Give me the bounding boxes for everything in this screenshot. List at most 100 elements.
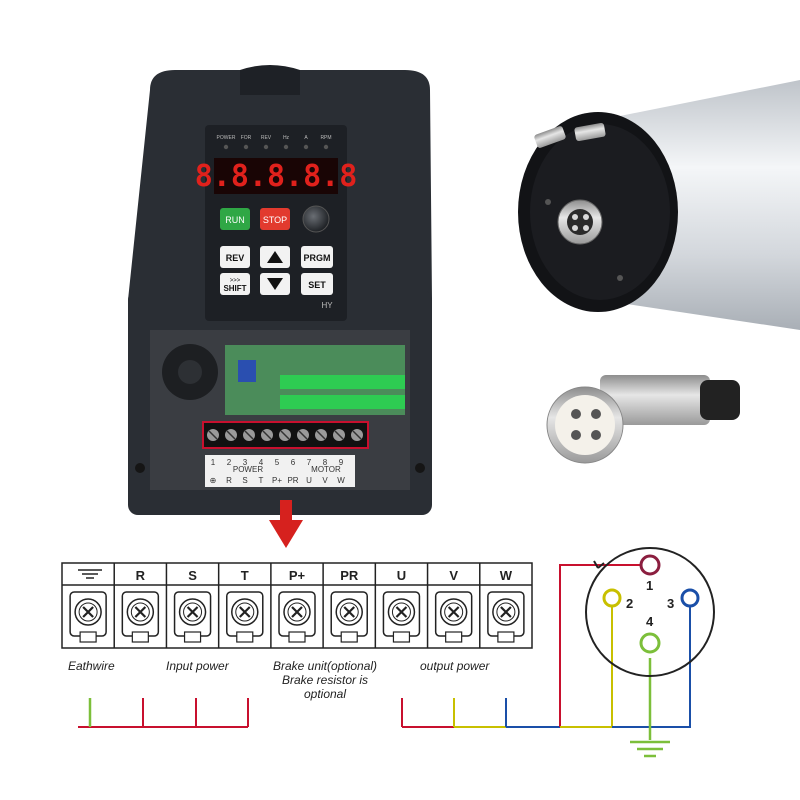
ground-icon xyxy=(630,740,670,758)
control-terminal-block-1 xyxy=(280,375,405,389)
plate-terminal-name: R xyxy=(226,476,232,485)
brand-label: HY xyxy=(321,301,333,310)
pin-1 xyxy=(639,554,661,576)
plate-number: 2 xyxy=(227,458,232,467)
plate-terminal-name: U xyxy=(306,476,312,485)
caption-output-power: output power xyxy=(420,659,490,673)
terminal-header: V xyxy=(449,568,458,583)
plate-number: 9 xyxy=(339,458,344,467)
pin-label-2: 2 xyxy=(626,596,633,611)
screw-slot xyxy=(298,430,308,440)
shift-button-arrows: >>> xyxy=(230,278,241,284)
potentiometer-knob[interactable] xyxy=(302,205,330,233)
rev-button[interactable] xyxy=(220,246,250,268)
screw-slot xyxy=(280,430,290,440)
water-fitting xyxy=(534,126,566,148)
shift-button-label: SHIFT xyxy=(223,284,246,293)
run-button-label: RUN xyxy=(225,215,245,225)
stop-button[interactable] xyxy=(260,208,290,230)
terminal-tab xyxy=(340,631,358,643)
water-fitting xyxy=(574,122,606,142)
mount-screw xyxy=(135,463,145,473)
control-terminal-block-2 xyxy=(280,395,405,409)
plate-number: 7 xyxy=(307,458,312,467)
plate-terminal-name: P+ xyxy=(272,476,282,485)
terminal-tab xyxy=(236,631,254,643)
mount-screw xyxy=(415,463,425,473)
label-power: POWER xyxy=(233,465,263,474)
set-button[interactable] xyxy=(301,273,333,295)
plate-terminal-name: V xyxy=(322,476,328,485)
terminal-header: T xyxy=(241,568,249,583)
pin-4 xyxy=(639,632,661,654)
screw-slot xyxy=(352,430,362,440)
caption-earthwire: Eathwire xyxy=(68,659,115,673)
pin-label-3: 3 xyxy=(667,596,674,611)
plate-number: 1 xyxy=(211,458,216,467)
aviation-plug xyxy=(546,375,740,464)
screw-cross xyxy=(134,606,147,618)
screw-cross xyxy=(395,606,408,618)
screw-cross xyxy=(239,606,251,618)
screw-cross xyxy=(500,606,512,618)
caption-brake-line3: optional xyxy=(304,687,346,701)
terminal-tab xyxy=(79,631,97,643)
display-digits: 8.8.8.8.8 xyxy=(195,159,358,194)
input-wiring xyxy=(78,698,249,728)
pin-label-4: 4 xyxy=(646,614,654,629)
up-arrow-icon xyxy=(267,251,283,263)
terminal-header: S xyxy=(188,568,197,583)
down-arrow-icon xyxy=(269,500,303,548)
plate-terminal-name: W xyxy=(337,476,345,485)
status-led xyxy=(223,144,229,150)
terminal-tab xyxy=(445,631,463,643)
led-label: REV xyxy=(261,135,272,141)
terminal-tab xyxy=(497,631,515,643)
label-motor: MOTOR xyxy=(311,465,341,474)
terminal-header: W xyxy=(500,568,513,583)
status-led xyxy=(283,144,289,150)
led-label: Hz xyxy=(283,135,290,141)
led-label: FOR xyxy=(241,135,252,141)
status-led xyxy=(323,144,329,150)
plate-terminal-name: S xyxy=(242,476,247,485)
plate-terminal-name: PR xyxy=(287,476,298,485)
status-led xyxy=(263,144,269,150)
terminal-tab xyxy=(392,631,411,643)
rev-button-label: REV xyxy=(226,253,245,263)
terminal-tab xyxy=(183,631,202,643)
plate-number: 8 xyxy=(323,458,328,467)
seven-segment-display xyxy=(214,158,338,194)
plate-terminal-name: ⊕ xyxy=(210,476,217,485)
prgm-button-label: PRGM xyxy=(304,253,331,263)
pin-label-1: 1 xyxy=(646,578,653,593)
earth-icon xyxy=(78,569,102,579)
screw-cross xyxy=(291,606,303,618)
screw-slot xyxy=(334,430,344,440)
terminal-tab xyxy=(288,631,306,643)
screw-slot xyxy=(226,430,236,440)
screw-cross xyxy=(186,606,199,618)
caption-brake-line1: Brake unit(optional) xyxy=(273,659,377,673)
prgm-button[interactable] xyxy=(301,246,333,268)
run-button[interactable] xyxy=(220,208,250,230)
plate-number: 3 xyxy=(243,458,248,467)
screw-slot xyxy=(244,430,254,440)
screw-cross xyxy=(343,606,355,618)
plate-number: 6 xyxy=(291,458,296,467)
connector-pinout: 1 2 3 4 xyxy=(585,547,715,758)
led-label: A xyxy=(304,135,308,141)
terminal-label-plate xyxy=(205,455,355,487)
down-arrow-icon xyxy=(267,278,283,290)
set-button-label: SET xyxy=(308,280,326,290)
screw-cross xyxy=(447,606,460,618)
stop-button-label: STOP xyxy=(263,215,287,225)
terminal-header: PR xyxy=(340,568,359,583)
led-label: POWER xyxy=(217,135,236,141)
caption-brake-line2: Brake resistor is xyxy=(282,673,368,687)
pin-3 xyxy=(680,588,700,608)
shift-button[interactable] xyxy=(220,273,250,295)
